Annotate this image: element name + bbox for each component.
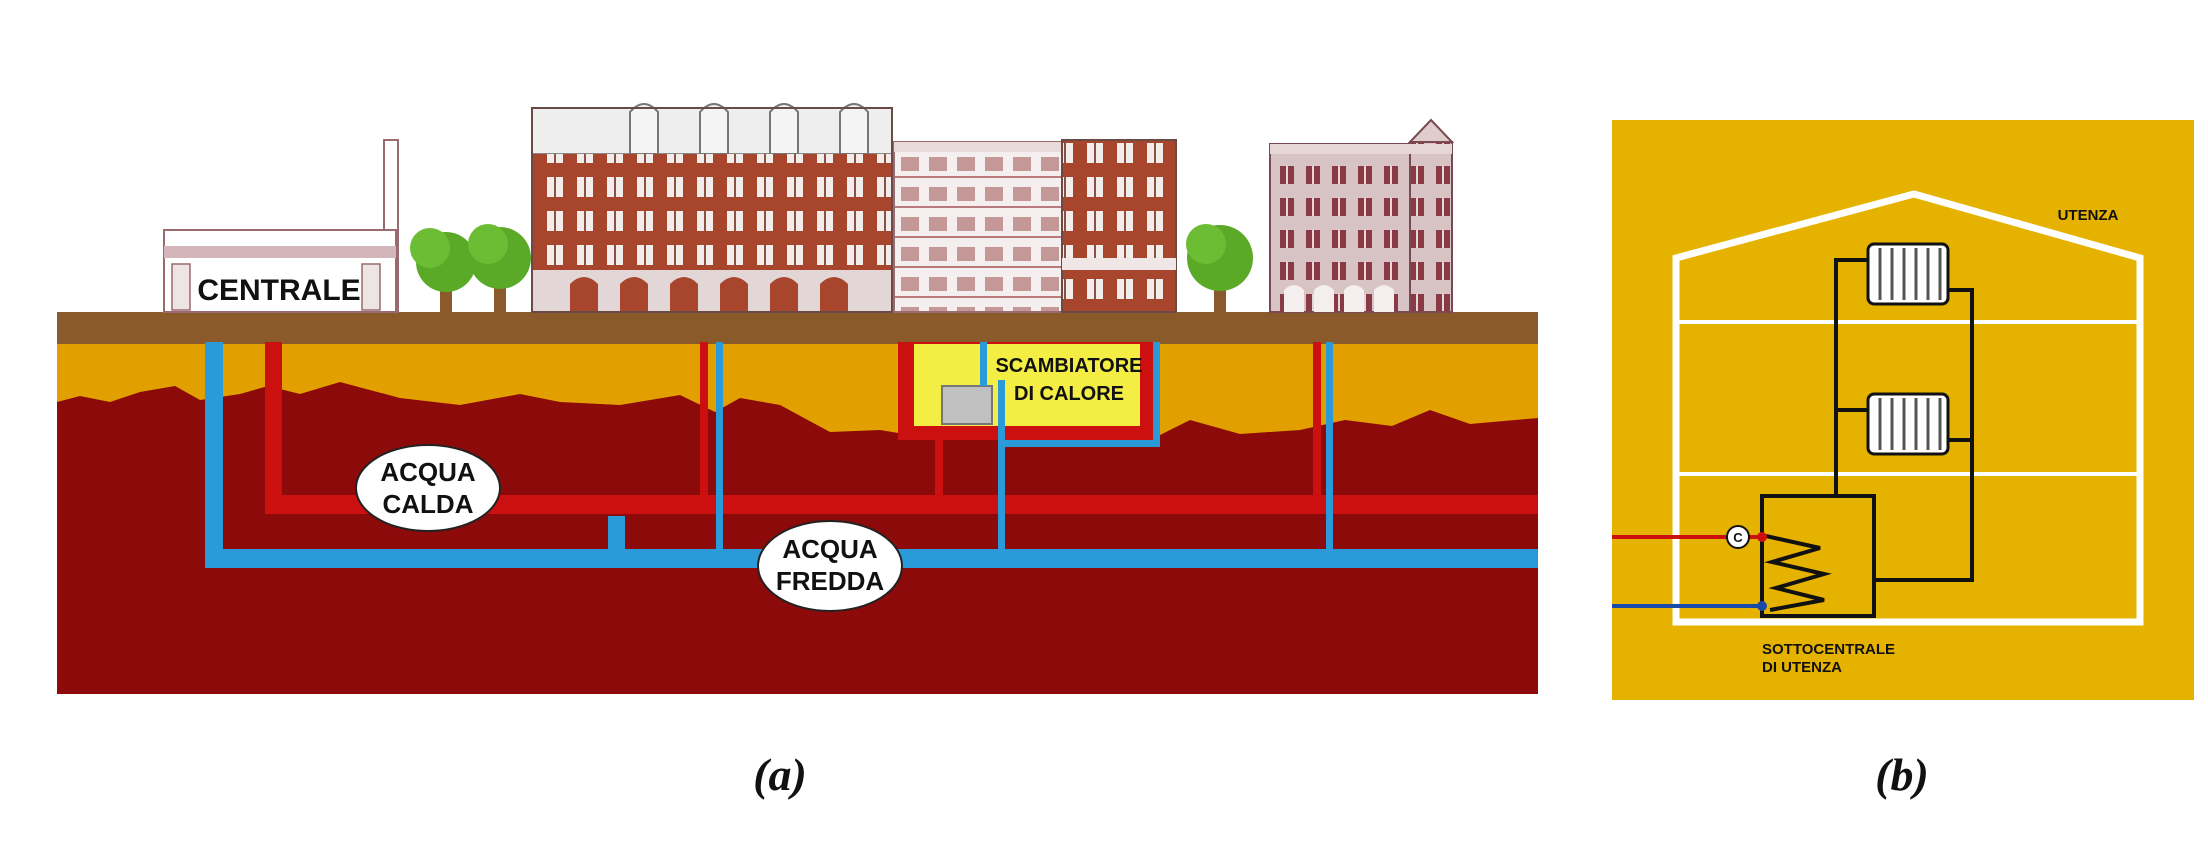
junction-dot [1757, 532, 1767, 542]
tree [468, 224, 531, 312]
coil-icon [1764, 534, 1832, 612]
acqua-fredda-line2: FREDDA [776, 566, 885, 596]
hot-pipe-branch [1313, 342, 1321, 512]
panel-a: SCAMBIATORE DI CALORE ACQUA CA [57, 103, 1538, 800]
cold-pipe-riser [205, 342, 223, 568]
hot-pipe-riser [265, 342, 282, 512]
substation-exchanger [1760, 494, 1876, 618]
pipe-network [205, 342, 1538, 568]
house-outline [1672, 190, 2144, 626]
acqua-fredda-label: ACQUA FREDDA [757, 520, 903, 612]
acqua-calda-line2: CALDA [383, 489, 474, 519]
acqua-calda-label: ACQUA CALDA [355, 444, 501, 532]
cold-pipe-branch [1003, 440, 1160, 447]
road-surface [57, 312, 1538, 344]
tree [1186, 224, 1253, 312]
scambiatore-label-line1: SCAMBIATORE [995, 355, 1142, 377]
cold-pipe-stub [608, 516, 625, 556]
pale-building [893, 141, 1063, 313]
cold-pipe-branch [998, 380, 1005, 556]
cold-pipe-branch [1326, 342, 1333, 556]
valve-icon: C [1726, 525, 1750, 549]
cold-pipe-branch [1153, 342, 1160, 447]
hot-pipe-branch [700, 342, 708, 512]
centrale-label: CENTRALE [197, 274, 360, 307]
brick-building [1061, 139, 1177, 313]
panel-b: UTENZA C SOTTOCEN [1612, 120, 2194, 800]
acqua-fredda-line1: ACQUA [782, 534, 878, 564]
hot-water-main [265, 495, 1538, 514]
valve-symbol: C [1733, 530, 1743, 545]
heat-exchanger-unit [941, 385, 993, 425]
radiator-upper-icon [1866, 242, 1950, 306]
cold-pipe-branch [716, 342, 723, 556]
scambiatore-label-line2: DI CALORE [1014, 383, 1124, 405]
junction-dot [1757, 601, 1767, 611]
radiator-lower-icon [1866, 392, 1950, 456]
acqua-calda-line1: ACQUA [380, 457, 476, 487]
brick-palazzo [531, 103, 893, 313]
sottocentrale-label-line1: SOTTOCENTRALE [1762, 641, 1895, 658]
caption-a: (a) [753, 749, 807, 800]
hot-pipe-branch [935, 426, 943, 512]
soil-layer [57, 342, 1538, 440]
cold-pipe-branch [980, 342, 987, 386]
tree [410, 228, 476, 312]
heat-exchanger-chamber: SCAMBIATORE DI CALORE [898, 342, 1156, 440]
mauve-palazzo [1269, 118, 1455, 313]
sottocentrale-label-line2: DI UTENZA [1762, 659, 1842, 676]
heating-circuit [1834, 258, 1974, 582]
utenza-label: UTENZA [2058, 207, 2119, 224]
centrale-building: CENTRALE [163, 139, 399, 313]
caption-b: (b) [1875, 749, 1929, 800]
